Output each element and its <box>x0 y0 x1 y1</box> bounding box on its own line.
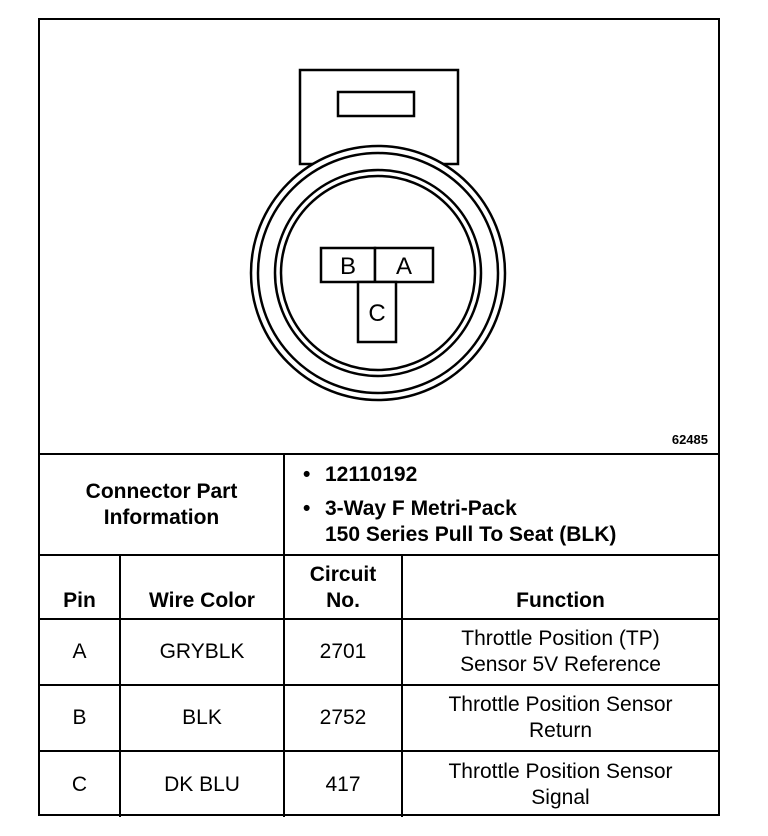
col-header-circuit-line1: Circuit <box>309 563 377 586</box>
pin-label-c: C <box>368 300 385 327</box>
function-cell: Throttle Position (TP) Sensor 5V Referen… <box>401 618 718 686</box>
table-row: B BLK 2752 Throttle Position Sensor Retu… <box>40 684 718 752</box>
column-header-row: Pin Wire Color Circuit No. Function <box>40 554 718 620</box>
connector-part-label-line2: Information <box>103 505 220 529</box>
connector-face-drawing: B A C <box>249 68 507 402</box>
circuit-cell: 2752 <box>283 684 403 752</box>
connector-table: Connector Part Information 12110192 3-Wa… <box>40 455 718 817</box>
col-header-circuit-line2: No. <box>326 589 360 612</box>
pin-cell: A <box>40 618 121 686</box>
cavity-b <box>319 246 377 284</box>
function-line2: Signal <box>531 785 590 809</box>
function-line2: Return <box>528 719 593 742</box>
figure-id: 62485 <box>671 432 708 447</box>
wire-color-cell: BLK <box>119 684 285 752</box>
col-header-wire-color: Wire Color <box>119 554 285 620</box>
connector-diagram: B A C 62485 <box>40 20 718 455</box>
wire-color-cell: GRYBLK <box>119 618 285 686</box>
wire-color-cell: DK BLU <box>119 750 285 817</box>
col-header-pin: Pin <box>40 554 121 620</box>
pin-cell: C <box>40 750 121 817</box>
circuit-cell: 2701 <box>283 618 403 686</box>
table-row: C DK BLU 417 Throttle Position Sensor Si… <box>40 750 718 817</box>
cavity-c <box>356 280 398 344</box>
function-cell: Throttle Position Sensor Signal <box>401 750 718 817</box>
pin-cell: B <box>40 684 121 752</box>
function-line2: Sensor 5V Reference <box>460 653 661 676</box>
function-line1: Throttle Position Sensor <box>448 759 673 783</box>
tab-slot <box>336 90 416 118</box>
cavity-a <box>373 246 435 284</box>
connector-part-info: 12110192 3-Way F Metri-Pack 150 Series P… <box>283 455 718 556</box>
part-number: 12110192 <box>303 462 718 488</box>
connector-info-sheet: B A C 62485 Connector Part Information 1… <box>38 18 720 817</box>
function-line1: Throttle Position (TP) <box>461 627 660 650</box>
function-line1: Throttle Position Sensor <box>448 693 673 716</box>
circuit-cell: 417 <box>283 750 403 817</box>
pin-label-a: A <box>396 253 412 280</box>
col-header-circuit: Circuit No. <box>283 554 403 620</box>
connector-desc-line1: 3-Way F Metri-Pack <box>303 496 718 522</box>
table-row: A GRYBLK 2701 Throttle Position (TP) Sen… <box>40 618 718 686</box>
col-header-function: Function <box>401 554 718 620</box>
connector-desc-line2: 150 Series Pull To Seat (BLK) <box>325 522 617 546</box>
connector-part-label-line1: Connector Part <box>85 479 238 503</box>
connector-part-row: Connector Part Information 12110192 3-Wa… <box>40 455 718 556</box>
pin-label-b: B <box>340 253 356 280</box>
connector-part-label: Connector Part Information <box>40 455 285 556</box>
function-cell: Throttle Position Sensor Return <box>401 684 718 752</box>
